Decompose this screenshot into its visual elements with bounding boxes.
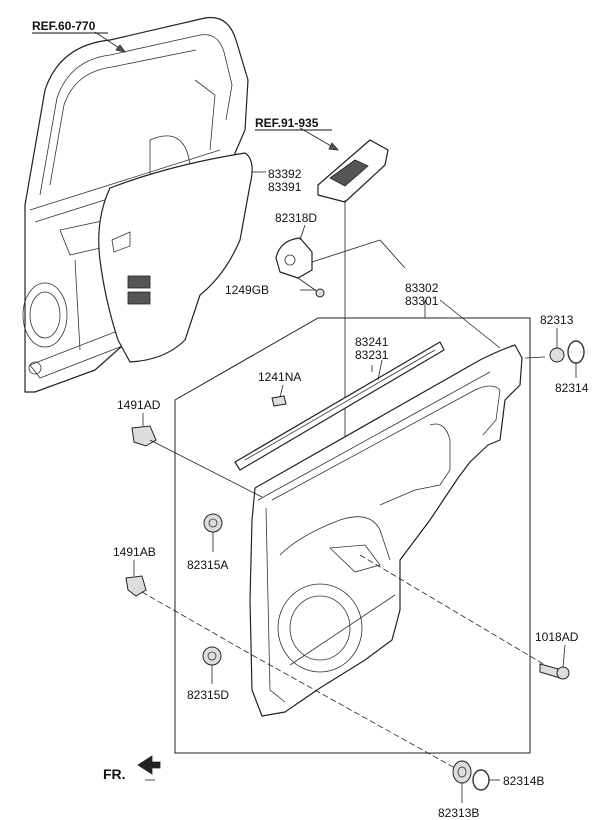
- ring-82314B-drawing: [472, 769, 500, 791]
- bracket-82318D-drawing: [275, 237, 406, 279]
- part-label-82314[interactable]: 82314: [555, 381, 589, 395]
- part-label-1018AD[interactable]: 1018AD: [535, 630, 579, 644]
- clip-1491AD-drawing: [131, 413, 263, 498]
- ref-switch-label[interactable]: REF.91-935: [255, 116, 319, 130]
- part-label-82314B[interactable]: 82314B: [503, 774, 544, 788]
- fastener-82315D-drawing: [202, 646, 222, 684]
- part-label-82318D[interactable]: 82318D: [275, 211, 317, 225]
- part-label-83392[interactable]: 83392: [268, 167, 302, 181]
- part-label-83241[interactable]: 83241: [355, 335, 389, 349]
- ring-82314-drawing: [567, 340, 585, 378]
- cap-82313-drawing: [524, 328, 565, 363]
- part-label-82313B[interactable]: 82313B: [438, 806, 479, 820]
- cap-82313B-drawing: [251, 654, 472, 803]
- vapor-barrier-drawing: [98, 152, 253, 363]
- clip-1241NA-drawing: [271, 384, 287, 407]
- front-direction-arrow: [137, 755, 161, 775]
- part-label-1249GB[interactable]: 1249GB: [225, 283, 269, 297]
- part-label-83301[interactable]: 83301: [405, 294, 439, 308]
- leader-lines: [94, 31, 373, 781]
- part-label-82315A[interactable]: 82315A: [187, 558, 228, 572]
- part-label-82313[interactable]: 82313: [540, 313, 574, 327]
- clip-1491AB-drawing: [125, 560, 253, 656]
- screw-1018AD-drawing: [359, 554, 570, 680]
- weatherstrip-drawing: [234, 341, 445, 471]
- part-label-83302[interactable]: 83302: [405, 281, 439, 295]
- screw-1249GB-drawing: [297, 277, 325, 298]
- part-label-1491AD[interactable]: 1491AD: [117, 398, 161, 412]
- door-trim-panel-drawing: [249, 299, 523, 717]
- ref-door-label[interactable]: REF.60-770: [32, 19, 96, 33]
- part-label-83391[interactable]: 83391: [268, 180, 302, 194]
- fastener-82315A-drawing: [203, 513, 223, 552]
- part-label-1491AB[interactable]: 1491AB: [113, 545, 156, 559]
- front-direction-label: FR.: [103, 766, 126, 782]
- part-label-82315D[interactable]: 82315D: [187, 688, 229, 702]
- part-label-83231[interactable]: 83231: [355, 348, 389, 362]
- trim-assembly-box: [174, 317, 531, 754]
- part-label-1241NA[interactable]: 1241NA: [258, 370, 301, 384]
